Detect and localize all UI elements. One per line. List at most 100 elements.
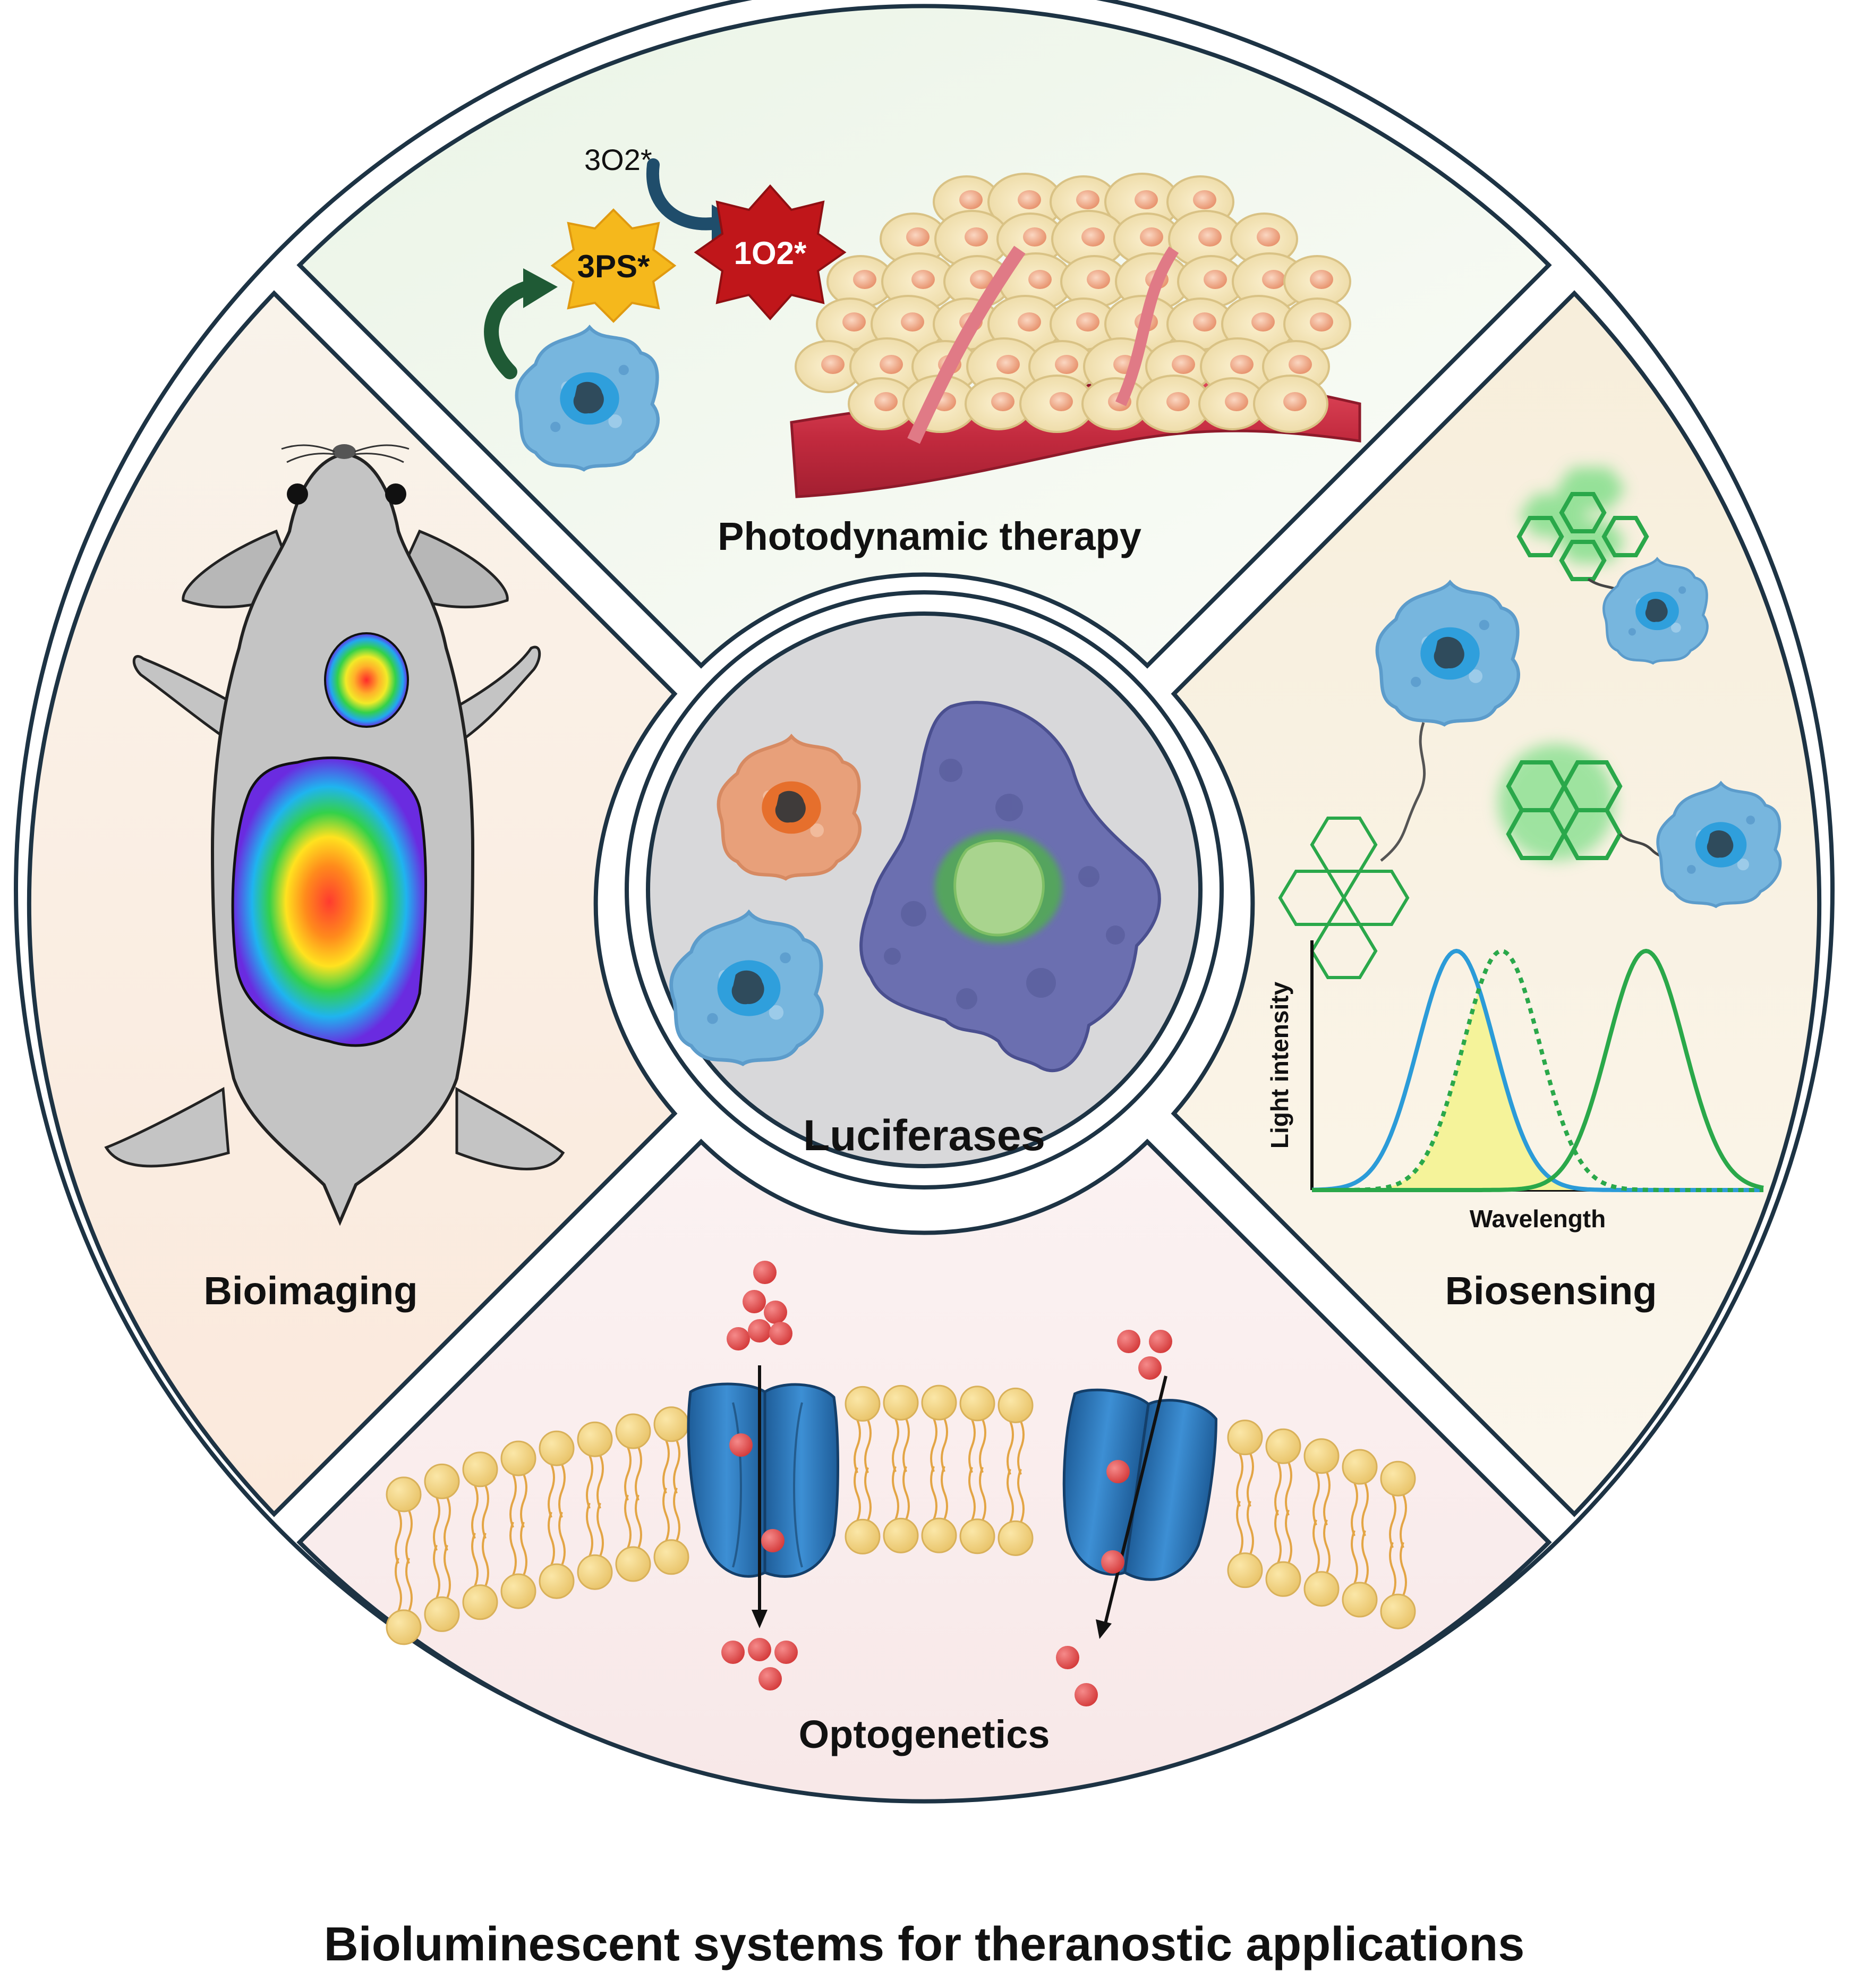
cell-nucleus [874, 392, 898, 411]
lipid-tail [1312, 1471, 1320, 1526]
ions [721, 1261, 1172, 1706]
lipid-tail [558, 1511, 566, 1566]
cell-nucleus [853, 270, 876, 289]
biosensing-label: Biosensing [1445, 1269, 1657, 1313]
cell-nucleus [906, 227, 930, 247]
ion [1149, 1330, 1172, 1353]
spectrum-series-2 [1312, 948, 1763, 1192]
cell-nucleus [1225, 392, 1248, 411]
lipid-tail [1247, 1452, 1254, 1507]
cell-nucleus [1076, 190, 1099, 209]
lipid-tail [1400, 1542, 1407, 1596]
lipid-tail [520, 1522, 527, 1576]
cell-nucleus [1087, 270, 1110, 289]
lipid-head [921, 1517, 957, 1553]
mouse-leg [455, 1086, 565, 1170]
cell-nucleus [970, 270, 993, 289]
lipid-head [462, 1451, 498, 1488]
lipid-tail [941, 1466, 948, 1520]
luciferases-label: Luciferases [803, 1111, 1045, 1160]
cell-nucleus [1262, 270, 1285, 289]
lipid-tail [979, 1419, 986, 1473]
lipid-head [500, 1573, 536, 1609]
ion [748, 1638, 771, 1661]
lipid-head [959, 1386, 995, 1422]
lipid-tail [979, 1467, 986, 1521]
lipid-head [1342, 1582, 1378, 1618]
o2-triplet-label: 3O2* [584, 143, 652, 176]
lipid-head [424, 1463, 460, 1499]
ion [1106, 1460, 1130, 1483]
mouse-arm [455, 645, 541, 746]
lipid-tail [558, 1464, 566, 1518]
luciferases-center: Luciferases [625, 590, 1224, 1190]
cell-nucleus [1251, 312, 1275, 332]
lipid-tail [854, 1467, 861, 1522]
lipid-tail [1361, 1482, 1369, 1536]
lipid-tail [1351, 1482, 1358, 1536]
cell-nucleus [821, 355, 845, 374]
lipid-tail [864, 1419, 872, 1474]
lipid-tail [1017, 1468, 1025, 1523]
lipid-head [577, 1421, 613, 1457]
lipid-head [653, 1406, 689, 1442]
lipid-tail [1389, 1542, 1396, 1596]
optogenetics-illustration: Optogenetics [386, 1261, 1416, 1756]
cell-nucleus [1166, 392, 1190, 411]
cell-nucleus [1310, 312, 1333, 332]
bioimaging-illustration: Bioimaging [104, 444, 565, 1313]
lipid-tail [624, 1447, 632, 1501]
lipid-tail [444, 1544, 451, 1599]
lipid-tail [662, 1440, 670, 1494]
lipid-tail [405, 1558, 413, 1612]
lipid-tail [405, 1510, 413, 1564]
lipid-tail [1247, 1500, 1254, 1555]
lipid-head [615, 1546, 651, 1582]
cell-nucleus [1257, 227, 1280, 247]
wedge-bottom [296, 1139, 1552, 1804]
oxygen-arrow-icon [646, 158, 723, 231]
o2-singlet-label: 1O2* [734, 235, 807, 271]
ion [1138, 1356, 1162, 1380]
ion [721, 1641, 745, 1664]
lipid-head [845, 1518, 881, 1554]
lipid-tail [509, 1474, 517, 1528]
cell-nucleus [1172, 355, 1195, 374]
lipid-tail [968, 1467, 976, 1521]
fluorophore-outline [1278, 817, 1410, 979]
lipid-tail [902, 1466, 910, 1520]
lipid-tail [1236, 1452, 1243, 1507]
lipid-head [998, 1387, 1034, 1423]
luciferase-active-site [953, 839, 1045, 937]
cell-nucleus [1230, 355, 1254, 374]
lipid-tail [1007, 1421, 1014, 1475]
lipid-tail [433, 1497, 440, 1551]
photosensitizer-star-icon [550, 208, 677, 323]
arrowhead-icon [523, 268, 558, 308]
lipid-head [1227, 1420, 1263, 1456]
ion [769, 1322, 792, 1345]
lipid-tail [930, 1418, 937, 1472]
lipid-tail [1389, 1494, 1396, 1548]
lipid-tail [673, 1488, 680, 1542]
arrowhead-icon [752, 1610, 768, 1628]
cell-nucleus [880, 355, 903, 374]
lipid-tail [596, 1455, 604, 1509]
lipid-head [883, 1517, 919, 1553]
capillary [1115, 246, 1179, 406]
mouse-eye [385, 483, 406, 505]
capillary [907, 245, 1026, 444]
lipid-head [539, 1430, 575, 1466]
linker [1380, 722, 1426, 862]
lipid-tail [854, 1419, 861, 1474]
lipid-tail [471, 1533, 479, 1587]
lipid-head [653, 1539, 689, 1575]
lipid-head [1303, 1571, 1340, 1607]
cell-nucleus [1055, 355, 1078, 374]
lipid-head [959, 1518, 995, 1554]
cell-nucleus [1193, 312, 1216, 332]
lipid-tail [673, 1440, 680, 1494]
lipid-tail [1323, 1471, 1331, 1526]
cell-nucleus [996, 355, 1020, 374]
optogenetics-label: Optogenetics [799, 1712, 1050, 1756]
